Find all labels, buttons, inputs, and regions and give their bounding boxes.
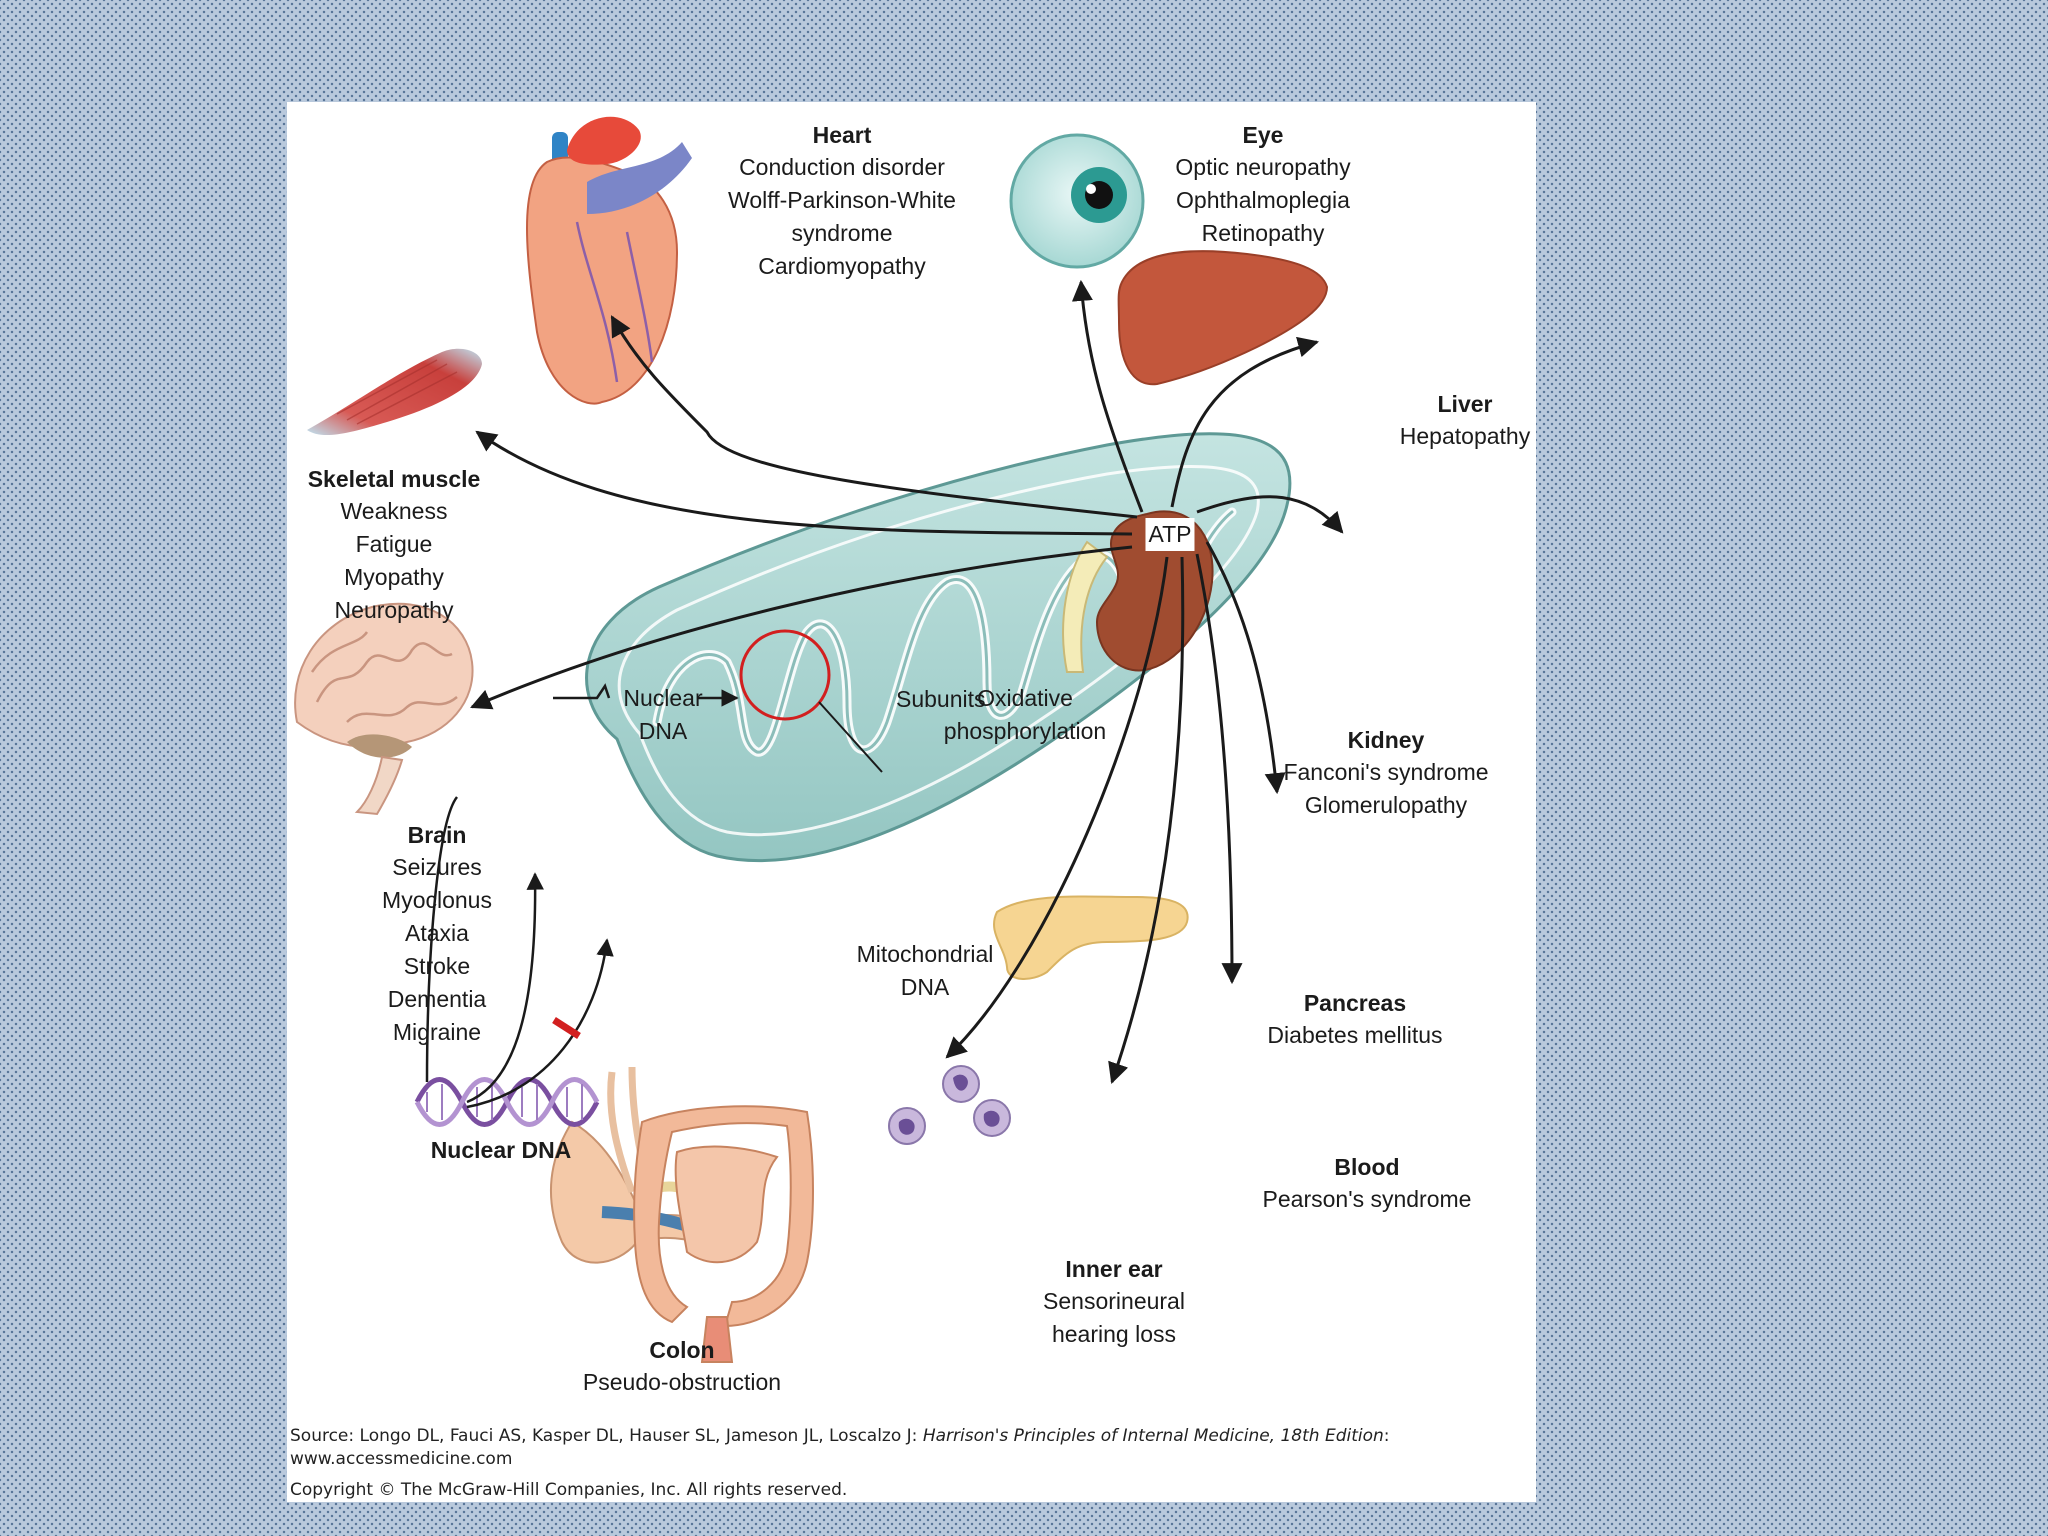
kidney-label: Kidney Fanconi's syndrome Glomerulopathy — [1283, 725, 1488, 822]
brain-line: Migraine — [392, 1019, 482, 1045]
brain-line: Dementia — [387, 986, 487, 1012]
arrow-nucleardna-subunits — [553, 683, 611, 700]
inner-ear-title: Inner ear — [1065, 1256, 1163, 1282]
mito-nuclear-dna-line: Nuclear — [623, 685, 703, 711]
skeletal-muscle-title: Skeletal muscle — [307, 466, 481, 492]
line-nucleardna-nucleus — [425, 796, 459, 1083]
blood-label: Blood Pearson's syndrome — [1263, 1152, 1472, 1216]
arrow-atp-blood — [1195, 553, 1243, 985]
blood-cells-icon — [888, 1065, 1011, 1145]
kidney-line: Glomerulopathy — [1304, 792, 1468, 818]
heart-line: syndrome — [791, 220, 893, 246]
dna-helix-icon — [414, 1077, 600, 1127]
inner-ear-label: Inner ear Sensorineural hearing loss — [1043, 1254, 1185, 1351]
heart-label: Heart Conduction disorder Wolff-Parkinso… — [728, 120, 956, 283]
kidney-line: Fanconi's syndrome — [1283, 759, 1489, 785]
arrow-atp-inner-ear — [1108, 556, 1185, 1084]
oxidative-phosphorylation-label: Oxidative phosphorylation — [944, 682, 1106, 748]
heart-line: Cardiomyopathy — [758, 253, 926, 279]
skeletal-muscle-line: Weakness — [340, 498, 448, 524]
brain-line: Myoclonus — [382, 887, 492, 913]
eye-title: Eye — [1242, 122, 1284, 148]
pancreas-icon — [993, 895, 1189, 980]
eye-icon — [1009, 133, 1145, 269]
diagram-graphics — [294, 116, 1344, 1363]
mtdna-line: DNA — [900, 974, 950, 1000]
heart-title: Heart — [812, 122, 872, 148]
arrow-nucleardna-mtdna — [466, 938, 614, 1109]
eye-line: Optic neuropathy — [1175, 154, 1351, 180]
brain-label: Brain Seizures Myoclonus Ataxia Stroke D… — [382, 820, 492, 1049]
skeletal-muscle-line: Myopathy — [344, 564, 444, 590]
arrow-atp-brain — [470, 545, 1133, 710]
source-prefix: Source: Longo DL, Fauci AS, Kasper DL, H… — [290, 1426, 923, 1446]
heart-line: Wolff-Parkinson-White — [728, 187, 956, 213]
inner-ear-line: Sensorineural — [1043, 1288, 1185, 1314]
arrow-atp-colon — [945, 556, 1169, 1059]
source-citation: Source: Longo DL, Fauci AS, Kasper DL, H… — [290, 1425, 1530, 1471]
arrow-atp-pancreas — [1205, 541, 1286, 795]
eye-line: Retinopathy — [1201, 220, 1325, 246]
skeletal-muscle-line: Neuropathy — [334, 597, 454, 623]
brain-title: Brain — [407, 822, 467, 848]
heart-line: Conduction disorder — [739, 154, 945, 180]
colon-label: Colon Pseudo-obstruction — [583, 1335, 781, 1399]
heart-icon — [526, 116, 692, 405]
nuclear-dna-label: Nuclear DNA — [431, 1135, 572, 1166]
liver-icon — [1117, 250, 1329, 386]
blood-line: Pearson's syndrome — [1262, 1186, 1472, 1212]
arrow-atp-kidney — [1196, 495, 1344, 534]
skeletal-muscle-line: Fatigue — [355, 531, 433, 557]
kidney-title: Kidney — [1347, 727, 1425, 753]
copyright-notice: Copyright © The McGraw-Hill Companies, I… — [290, 1480, 848, 1500]
liver-line: Hepatopathy — [1399, 423, 1531, 449]
subunits-label: Subunits — [896, 686, 986, 712]
pancreas-label: Pancreas Diabetes mellitus — [1267, 988, 1442, 1052]
pancreas-title: Pancreas — [1303, 990, 1407, 1016]
oxphos-line: Oxidative — [977, 685, 1073, 711]
eye-label: Eye Optic neuropathy Ophthalmoplegia Ret… — [1175, 120, 1350, 250]
nuclear-dna-title: Nuclear DNA — [430, 1137, 572, 1163]
arrow-atp-eye — [1071, 279, 1144, 513]
source-book-title: Harrison's Principles of Internal Medici… — [922, 1426, 1384, 1446]
liver-title: Liver — [1437, 391, 1493, 417]
colon-icon — [633, 1105, 814, 1363]
inner-ear-line: hearing loss — [1051, 1321, 1177, 1347]
arrow-atp-muscle — [475, 430, 1133, 536]
brain-line: Ataxia — [405, 920, 469, 946]
skeletal-muscle-icon — [307, 348, 482, 436]
colon-title: Colon — [649, 1337, 715, 1363]
brain-icon — [294, 602, 474, 816]
skeletal-muscle-label: Skeletal muscle Weakness Fatigue Myopath… — [308, 464, 481, 627]
mitochondrial-dna-label: Mitochondrial DNA — [857, 938, 994, 1004]
atp-text: ATP — [1148, 521, 1192, 547]
colon-line: Pseudo-obstruction — [582, 1369, 782, 1395]
eye-line: Ophthalmoplegia — [1176, 187, 1350, 213]
atp-label: ATP — [1145, 518, 1195, 551]
arrow-atp-liver — [1170, 336, 1320, 508]
diagram-panel: Heart Conduction disorder Wolff-Parkinso… — [287, 102, 1536, 1502]
blocked-mark-icon — [552, 1017, 581, 1039]
liver-label: Liver Hepatopathy — [1400, 389, 1530, 453]
mito-nuclear-dna-line: DNA — [638, 718, 688, 744]
brain-line: Seizures — [392, 854, 482, 880]
mtdna-line: Mitochondrial — [856, 941, 994, 967]
mtdna-circle — [739, 629, 831, 721]
blood-title: Blood — [1334, 1154, 1400, 1180]
arrow-atp-heart — [610, 315, 1138, 519]
oxphos-line: phosphorylation — [943, 718, 1107, 744]
mito-nuclear-dna-label: Nuclear DNA — [623, 682, 702, 748]
pointer-mtdna — [818, 701, 883, 773]
brain-line: Stroke — [403, 953, 471, 979]
arrow-nucleardna-subunits-import — [466, 872, 544, 1104]
source-suffix: : www.accessmedicine.com — [290, 1426, 1390, 1469]
pancreas-line: Diabetes mellitus — [1267, 1022, 1443, 1048]
